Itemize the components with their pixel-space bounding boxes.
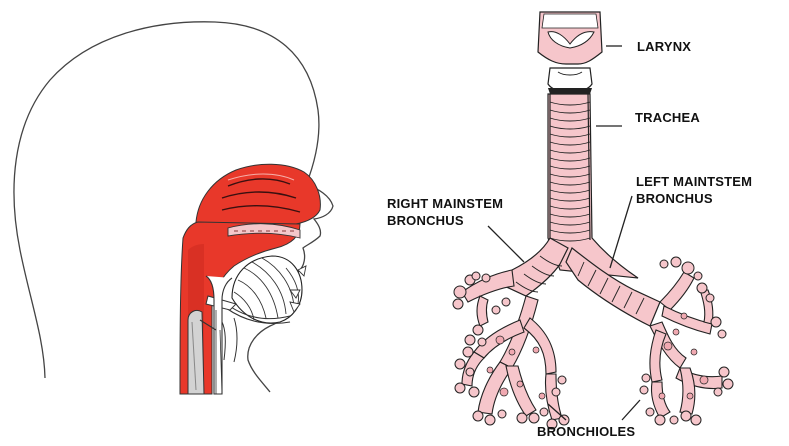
- label-right-mainstem-line1: RIGHT MAINSTEM: [387, 196, 503, 211]
- label-larynx: LARYNX: [637, 39, 691, 54]
- label-bronchioles: BRONCHIOLES: [537, 424, 635, 439]
- label-right-mainstem-line2: BRONCHUS: [387, 213, 464, 228]
- airway-illustration: [453, 12, 733, 429]
- head-profile-illustration: [14, 22, 333, 394]
- label-trachea: TRACHEA: [635, 110, 700, 125]
- label-left-mainstem-line1: LEFT MAINTSTEM: [636, 174, 752, 189]
- label-left-mainstem-line2: BRONCHUS: [636, 191, 713, 206]
- right-bronchioles: [462, 270, 562, 420]
- esophagus-tube: [188, 310, 204, 394]
